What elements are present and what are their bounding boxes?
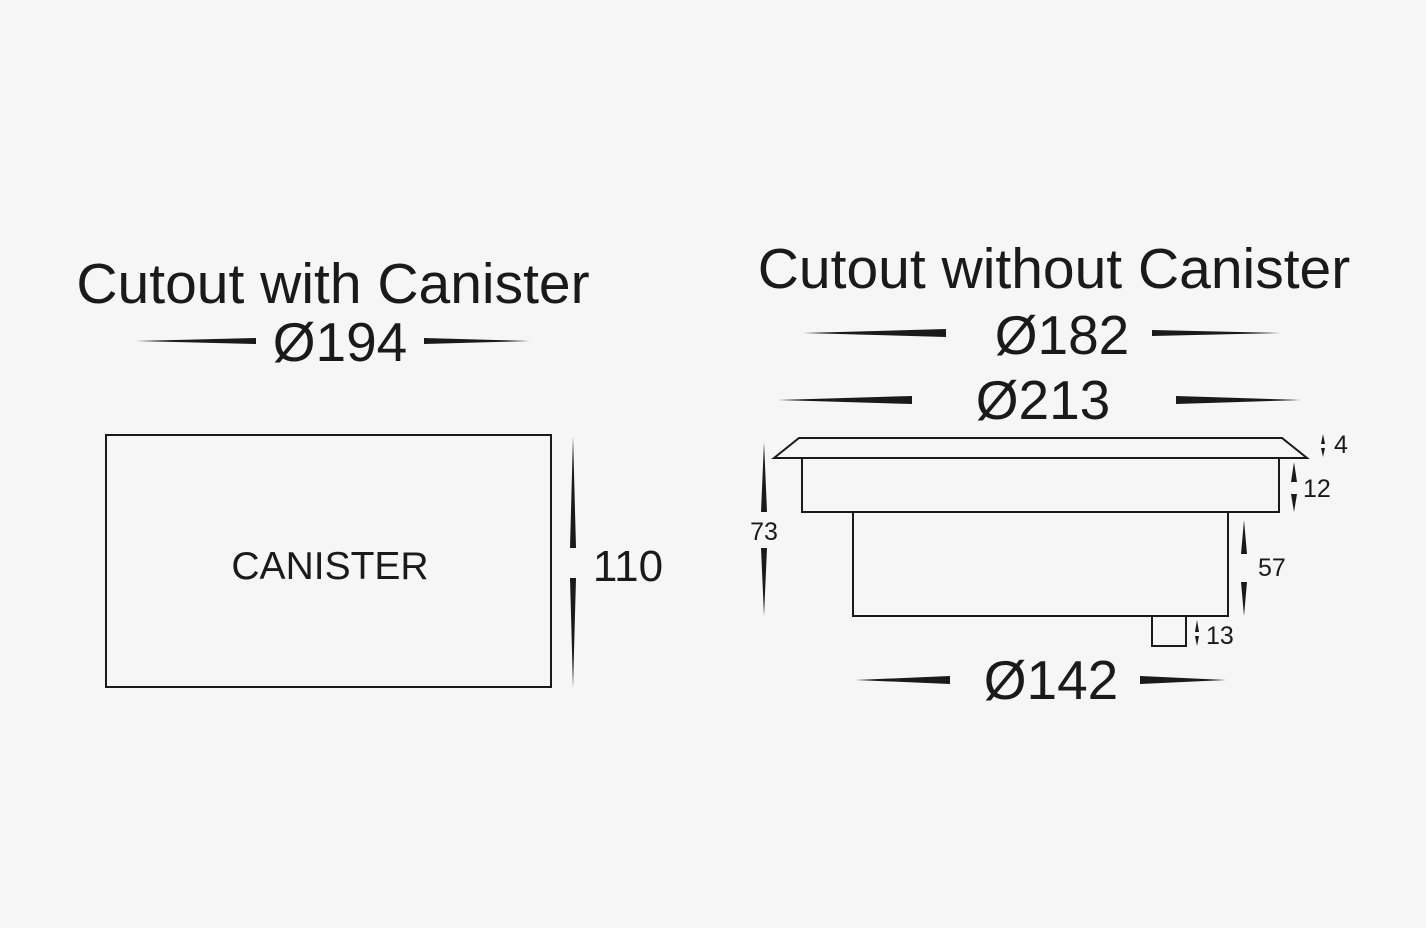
left-height-label: 110	[593, 542, 663, 591]
total-height-label: 73	[750, 518, 778, 546]
top-diameter-line-right	[1152, 330, 1281, 336]
left-height-line-bottom	[570, 578, 576, 688]
cutout-without-canister-panel: Cutout without Canister Ø182 Ø213 73 4 1…	[750, 237, 1350, 711]
body-height-line-bottom	[1241, 582, 1247, 616]
right-title: Cutout without Canister	[758, 237, 1350, 301]
connector-height-line-top	[1195, 620, 1199, 632]
left-diameter-label: Ø194	[273, 311, 408, 373]
top-diameter-line-left	[803, 329, 946, 337]
body-height-label: 57	[1258, 554, 1286, 582]
canister-box	[105, 434, 552, 688]
canister-label: CANISTER	[231, 545, 428, 588]
total-height-line-bottom	[761, 548, 767, 616]
total-height-line-top	[761, 442, 767, 512]
flange-diameter-label: Ø213	[976, 369, 1111, 431]
bottom-diameter-line-left	[856, 676, 950, 684]
connector-outline	[1151, 615, 1187, 647]
body-outline	[852, 511, 1229, 617]
flange-diameter-line-right	[1176, 396, 1301, 404]
connector-height-line-bottom	[1195, 636, 1199, 646]
body-height-line-top	[1241, 520, 1247, 554]
flange-diameter-line-left	[778, 396, 912, 404]
top-diameter-label: Ø182	[995, 304, 1130, 366]
flange-thickness-label: 4	[1334, 431, 1348, 459]
left-diameter-line-right	[424, 338, 530, 344]
collar-outline	[801, 457, 1280, 513]
cutout-with-canister-panel: Cutout with Canister Ø194 CANISTER 110	[76, 252, 663, 688]
bottom-diameter-label: Ø142	[984, 649, 1119, 711]
bottom-diameter-line-right	[1140, 676, 1226, 684]
collar-height-line-bottom	[1291, 494, 1297, 512]
connector-height-label: 13	[1206, 622, 1234, 650]
collar-height-label: 12	[1303, 475, 1331, 503]
left-diameter-line-left	[136, 338, 256, 344]
left-height-line-top	[570, 436, 576, 548]
flange-thickness-tick-top	[1321, 434, 1325, 444]
flange-outline	[771, 437, 1310, 459]
collar-height-line-top	[1291, 462, 1297, 482]
flange-thickness-tick-bottom	[1321, 448, 1325, 457]
left-title: Cutout with Canister	[76, 252, 589, 316]
